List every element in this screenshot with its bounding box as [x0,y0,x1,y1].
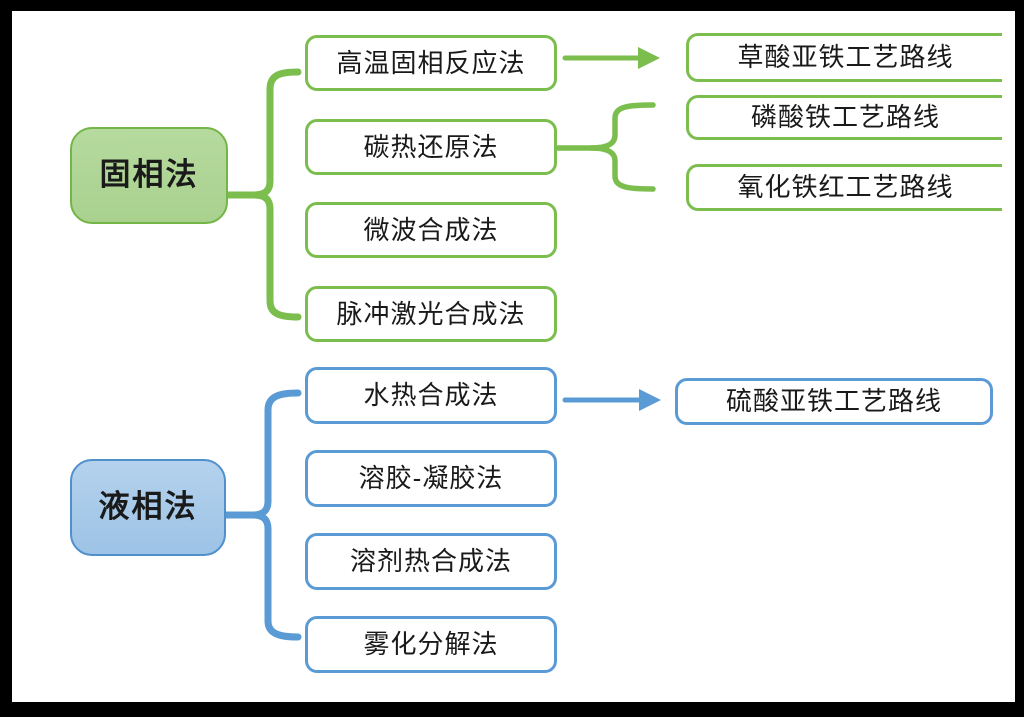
diagram-canvas: 固相法 液相法 高温固相反应法 碳热还原法 微波合成法 脉冲激光合成法 水热合成… [12,11,1015,702]
method-box-hydrothermal-synthesis: 水热合成法 [305,367,557,424]
parent-box-solid-phase-method: 固相法 [70,127,228,224]
method-box-atomization-decomposition: 雾化分解法 [305,616,557,673]
method-box-carbothermal-reduction: 碳热还原法 [305,119,557,175]
route-box-ferrous-sulfate: 硫酸亚铁工艺路线 [675,378,993,425]
arrowhead-icon-blue [639,389,661,411]
method-box-pulsed-laser-synthesis: 脉冲激光合成法 [305,286,557,342]
parent-box-liquid-phase-method: 液相法 [70,459,226,556]
brace-connector-solid-phase [249,68,302,321]
method-box-solvothermal-synthesis: 溶剂热合成法 [305,533,557,590]
brace-connector-carbothermal-routes [588,102,656,192]
method-box-microwave-synthesis: 微波合成法 [305,202,557,258]
method-box-high-temp-solid-state: 高温固相反应法 [305,35,557,91]
route-box-iron-phosphate: 磷酸铁工艺路线 [686,95,1002,140]
method-box-sol-gel: 溶胶-凝胶法 [305,450,557,507]
arrowhead-icon-green [638,47,660,69]
route-box-ferrous-oxalate: 草酸亚铁工艺路线 [686,33,1002,82]
route-box-iron-oxide-red: 氧化铁红工艺路线 [686,164,1002,211]
brace-connector-liquid-phase [248,389,302,641]
